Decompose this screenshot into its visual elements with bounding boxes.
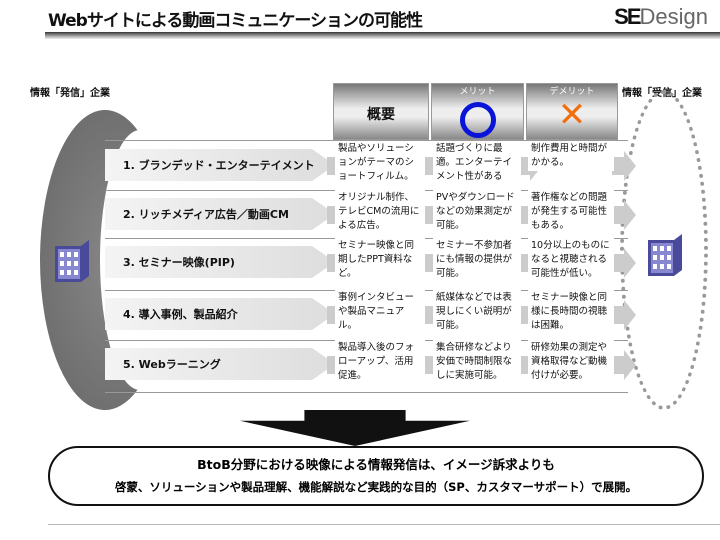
footer-rule: [48, 524, 720, 525]
merit-header-label: メリット: [459, 87, 496, 97]
demerit-header: デメリット ✕: [526, 83, 618, 140]
row-label: 4. 導入事例、製品紹介: [123, 308, 238, 321]
sender-label: 情報「発信」企業: [30, 88, 110, 99]
demerit-cell: セミナー映像と同様に長時間の視聴は困難。: [528, 290, 614, 334]
table-row: 1. ブランデッド・エンターテイメント 製品やソリューションがテーマのショートフ…: [105, 141, 636, 191]
conclusion-box: BtoB分野における映像による情報発信は、イメージ訴求よりも 啓蒙、ソリューショ…: [48, 446, 704, 506]
row-label: 5. Webラーニング: [123, 358, 221, 371]
logo-bold: SE: [614, 4, 641, 29]
overview-cell: オリジナル制作、テレビCMの流用による広告。: [335, 190, 425, 234]
row-arrow: [105, 298, 335, 330]
demerit-cell: 著作権などの問題が発生する可能性もある。: [528, 190, 614, 234]
row-label: 1. ブランデッド・エンターテイメント: [123, 159, 315, 172]
table-row: 4. 導入事例、製品紹介 事例インタビューや製品マニュアル。 紙媒体などでは表現…: [105, 290, 636, 341]
demerit-cell: 研修効果の測定や資格取得など動機付けが必要。: [528, 340, 614, 384]
overview-cell: 製品やソリューションがテーマのショートフィルム。: [335, 141, 425, 185]
overview-cell: 製品導入後のフォローアップ、活用促進。: [335, 340, 425, 384]
building-icon: [648, 234, 682, 276]
row-arrow: [105, 348, 335, 380]
row-arrow: [105, 246, 335, 278]
title-rule: [45, 32, 720, 39]
table-row: 5. Webラーニング 製品導入後のフォローアップ、活用促進。 集合研修などより…: [105, 340, 636, 393]
cross-icon: ✕: [557, 95, 587, 135]
row-label: 2. リッチメディア広告／動画CM: [123, 208, 289, 221]
conclusion-line1: BtoB分野における映像による情報発信は、イメージ訴求よりも: [197, 457, 555, 472]
page-title: Webサイトによる動画コミュニケーションの可能性: [48, 11, 423, 31]
conclusion-line2: 啓蒙、ソリューションや製品理解、機能解説など実践的な目的（SP、カスタマーサポー…: [114, 480, 638, 494]
demerit-header-label: デメリット: [549, 87, 595, 97]
row-arrow: [105, 198, 335, 230]
overview-cell: セミナー映像と同期したPPT資料など。: [335, 238, 425, 282]
demerit-cell: 制作費用と時間がかかる。: [528, 141, 614, 171]
demerit-cell: 10分以上のものになると視聴される可能性が低い。: [528, 238, 614, 282]
merit-cell: セミナー不参加者にも情報の提供が可能。: [433, 238, 521, 282]
row-arrow: [105, 149, 335, 181]
merit-cell: 紙媒体などでは表現しにくい説明が可能。: [433, 290, 521, 334]
down-arrow-icon: [240, 410, 470, 446]
overview-header-label: 概要: [367, 107, 395, 123]
merit-cell: 話題づくりに最適。エンターテイメント性がある: [433, 141, 521, 185]
overview-header: 概要: [333, 83, 429, 140]
row-label: 3. セミナー映像(PIP): [123, 256, 235, 269]
table-row: 3. セミナー映像(PIP) セミナー映像と同期したPPT資料など。 セミナー不…: [105, 238, 636, 291]
merit-cell: PVやダウンロードなどの効果測定が可能。: [433, 190, 521, 234]
overview-cell: 事例インタビューや製品マニュアル。: [335, 290, 425, 334]
receiver-shape: [620, 90, 708, 410]
logo-light: Design: [639, 4, 708, 29]
logo: SEDesign: [614, 4, 708, 30]
merit-header: メリット: [431, 83, 524, 140]
table-row: 2. リッチメディア広告／動画CM オリジナル制作、テレビCMの流用による広告。…: [105, 190, 636, 239]
circle-icon: [459, 102, 496, 138]
building-icon: [55, 240, 89, 282]
table-top-rule: [105, 140, 628, 141]
merit-cell: 集合研修などより安価で時間制限なしに実施可能。: [433, 340, 521, 384]
